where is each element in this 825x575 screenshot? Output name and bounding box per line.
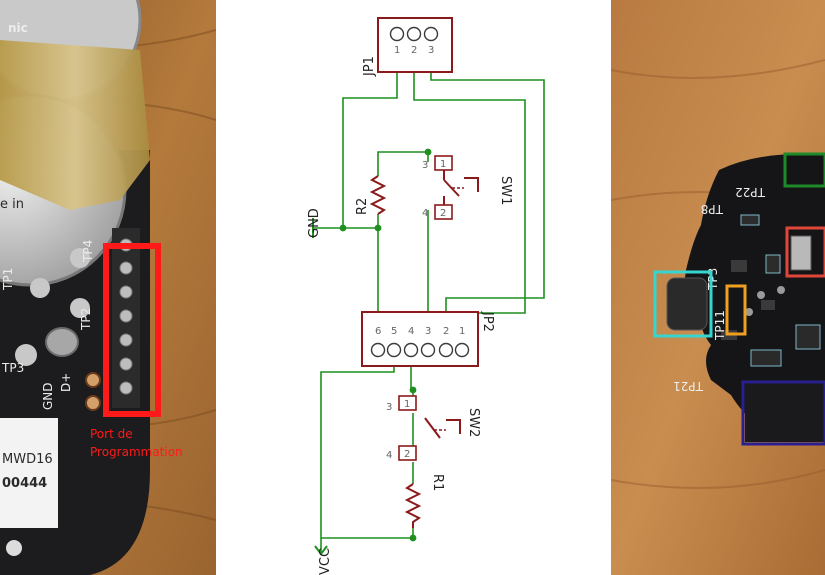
sw1-pin-3: 3 xyxy=(422,160,428,171)
tp2-label: TP2 xyxy=(79,308,93,331)
circuit-schematic: 1 2 3 JP1 R2 GND 1 3 2 4 SW1 xyxy=(307,17,545,575)
tp11-label: TP11 xyxy=(713,310,727,341)
r1-label: R1 xyxy=(430,474,445,491)
jp2-pin-2: 2 xyxy=(443,326,449,337)
label-sticker xyxy=(0,418,58,528)
jp1-pin-2: 2 xyxy=(411,45,417,56)
programmer-board-photo: nic e in TP4 TP1 TP2 TP3 D+ GND Port de xyxy=(0,0,216,575)
d-plus-label: D+ xyxy=(59,373,73,392)
right-photo-panel: TP22 TP8 TP21 TP3 TP11 xyxy=(611,0,825,575)
sw1-pin-4: 4 xyxy=(422,208,428,219)
jp1-connector: 1 2 3 JP1 xyxy=(362,17,453,77)
cyan-highlight-box xyxy=(653,270,713,338)
jp2-pin-4: 4 xyxy=(408,326,414,337)
sw1-pin-1: 1 xyxy=(440,159,446,170)
ground-symbol: GND xyxy=(307,208,322,238)
sensor-pcb xyxy=(684,154,825,441)
tp1-label: TP1 xyxy=(1,268,15,291)
jp2-connector: 6 5 4 3 2 1 JP2 xyxy=(361,311,495,367)
bottom-connector xyxy=(745,384,825,442)
tp22-label: TP22 xyxy=(735,185,766,199)
annotation-line1: Port de xyxy=(90,427,133,441)
solder-blob xyxy=(45,327,79,357)
annotation-line2: Programmation xyxy=(90,445,183,459)
tp1-pad xyxy=(30,278,50,298)
sw2-pin-3: 3 xyxy=(386,402,392,413)
brand-fragment-text: nic xyxy=(8,21,28,35)
gnd-label: GND xyxy=(307,208,322,238)
sw1-label: SW1 xyxy=(498,176,513,205)
junction-dots xyxy=(339,148,432,542)
jp2-pin-3: 3 xyxy=(425,326,431,337)
r2-label: R2 xyxy=(355,198,370,215)
pressure-sensor xyxy=(790,235,812,271)
coin-text: e in xyxy=(0,197,24,212)
jp2-pin-5: 5 xyxy=(391,326,397,337)
jp2-pin-1: 1 xyxy=(459,326,465,337)
jp1-pin-1: 1 xyxy=(394,45,400,56)
sw2-label: SW2 xyxy=(466,408,481,437)
sensor-board-photo: TP22 TP8 TP21 TP3 TP11 xyxy=(611,0,825,575)
tp3-pad xyxy=(15,344,37,366)
left-photo-panel: nic e in TP4 TP1 TP2 TP3 D+ GND Port de xyxy=(0,0,216,575)
vcc-symbol: VCC xyxy=(314,538,333,575)
programming-port-highlight xyxy=(103,243,161,417)
sw1-switch: 1 3 2 4 SW1 xyxy=(422,155,513,220)
sw1-pin-2: 2 xyxy=(440,208,446,219)
sw2-pin-4: 4 xyxy=(386,450,392,461)
tp2-pad xyxy=(70,298,90,318)
sw2-pin-2: 2 xyxy=(404,449,410,460)
schematic-panel: 1 2 3 JP1 R2 GND 1 3 2 4 SW1 xyxy=(216,0,611,575)
sw2-pin-1: 1 xyxy=(404,399,410,410)
r2-resistor: R2 xyxy=(355,175,387,215)
model-text: MWD16 xyxy=(2,452,53,467)
tp3-label: TP3 xyxy=(1,361,24,375)
jp2-label: JP2 xyxy=(480,311,495,332)
green-highlight-box xyxy=(783,152,825,188)
gnd-label: GND xyxy=(41,382,55,410)
foil-tape xyxy=(0,40,150,210)
d-plus-pad xyxy=(85,372,101,388)
schematic-wires xyxy=(313,36,545,539)
tp8-label: TP8 xyxy=(701,202,724,216)
vcc-label: VCC xyxy=(318,548,333,575)
tp4-label: TP4 xyxy=(81,240,95,263)
tp21-label: TP21 xyxy=(673,379,704,393)
red-highlight-box xyxy=(785,226,825,278)
orange-highlight-box xyxy=(725,284,747,336)
vibration-module xyxy=(666,277,708,331)
r1-resistor: R1 xyxy=(404,474,445,528)
jp2-pin-6: 6 xyxy=(375,326,381,337)
header-pins xyxy=(119,238,133,395)
jp1-pin-3: 3 xyxy=(428,45,434,56)
jp1-label: JP1 xyxy=(362,56,377,77)
navy-highlight-box xyxy=(741,380,825,446)
serial-text: 00444 xyxy=(2,476,47,491)
mounting-hole xyxy=(6,540,22,556)
gnd-pad xyxy=(85,395,101,411)
sw2-switch: 1 3 2 4 SW2 xyxy=(386,395,481,461)
tp4-pad xyxy=(70,248,90,268)
